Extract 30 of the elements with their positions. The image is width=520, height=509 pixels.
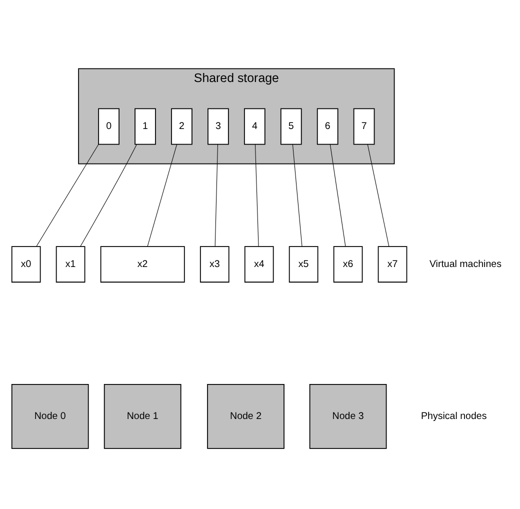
node-box: x1 [56, 246, 86, 282]
node-box: 5 [280, 108, 302, 144]
node-box: Node 3 [309, 383, 387, 448]
node-box: 1 [134, 108, 156, 144]
connector [147, 144, 178, 246]
label: Virtual machines [429, 258, 502, 270]
connector [80, 144, 137, 246]
node-box: x7 [378, 246, 408, 282]
node-box: x4 [244, 246, 274, 282]
node-box: 0 [98, 108, 120, 144]
node-box: 3 [208, 108, 229, 144]
connector [254, 144, 259, 246]
connector [214, 144, 218, 246]
node-box: 6 [316, 108, 338, 144]
node-box: 2 [171, 108, 192, 144]
node-box: x5 [288, 246, 318, 282]
node-box: x2 [100, 246, 185, 282]
node-box: Node 2 [207, 383, 284, 448]
connector [36, 144, 99, 246]
node-box: x3 [200, 246, 230, 282]
connector [367, 144, 390, 246]
node-box: x6 [333, 246, 363, 282]
connector [292, 144, 302, 246]
node-box: Node 1 [104, 383, 182, 448]
node-box: 7 [353, 108, 375, 144]
connector [330, 144, 346, 246]
node-box: x0 [11, 246, 41, 282]
label: Physical nodes [421, 410, 487, 422]
node-box: 4 [244, 108, 266, 144]
node-box: Node 0 [11, 383, 89, 448]
